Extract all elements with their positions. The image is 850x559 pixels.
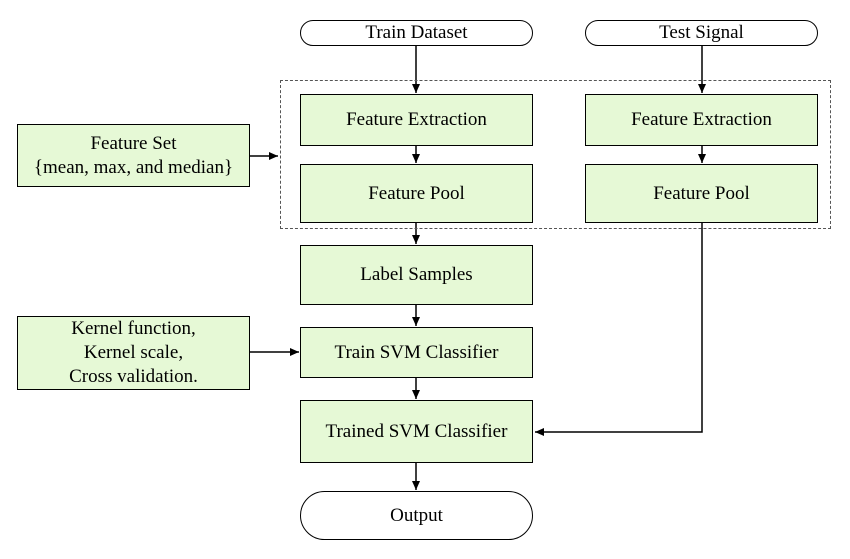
svm-param-cross-validation: Cross validation. [69,366,198,387]
train-svm-classifier-box: Train SVM Classifier [300,327,533,378]
svm-params-box: Kernel function, Kernel scale, Cross val… [17,316,250,390]
feature-set-title: Feature Set [90,132,177,154]
feature-processing-group [280,80,831,229]
output-label: Output [390,504,443,526]
train-svm-classifier-label: Train SVM Classifier [334,341,499,363]
train-dataset-terminal: Train Dataset [300,20,533,46]
train-feature-pool-label: Feature Pool [368,182,465,204]
test-signal-terminal: Test Signal [585,20,818,46]
svm-param-kernel-function: Kernel function, [71,318,196,339]
label-samples-label: Label Samples [360,264,473,285]
arrow-test-feature-pool-to-trained-svm [535,222,703,436]
svm-param-kernel-scale: Kernel scale, [83,342,184,363]
test-feature-extraction-box: Feature Extraction [585,94,818,146]
train-feature-extraction-label: Feature Extraction [346,109,487,130]
test-feature-pool-box: Feature Pool [585,164,818,223]
train-dataset-label: Train Dataset [365,22,468,43]
test-feature-extraction-label: Feature Extraction [631,109,772,130]
trained-svm-classifier-label: Trained SVM Classifier [325,420,508,442]
train-feature-pool-box: Feature Pool [300,164,533,223]
trained-svm-classifier-box: Trained SVM Classifier [300,400,533,463]
feature-set-members: {mean, max, and median} [33,156,234,178]
train-feature-extraction-box: Feature Extraction [300,94,533,146]
test-signal-label: Test Signal [659,22,744,43]
label-samples-box: Label Samples [300,245,533,305]
feature-set-box: Feature Set {mean, max, and median} [17,124,250,187]
output-terminal: Output [300,491,533,540]
test-feature-pool-label: Feature Pool [653,182,750,204]
